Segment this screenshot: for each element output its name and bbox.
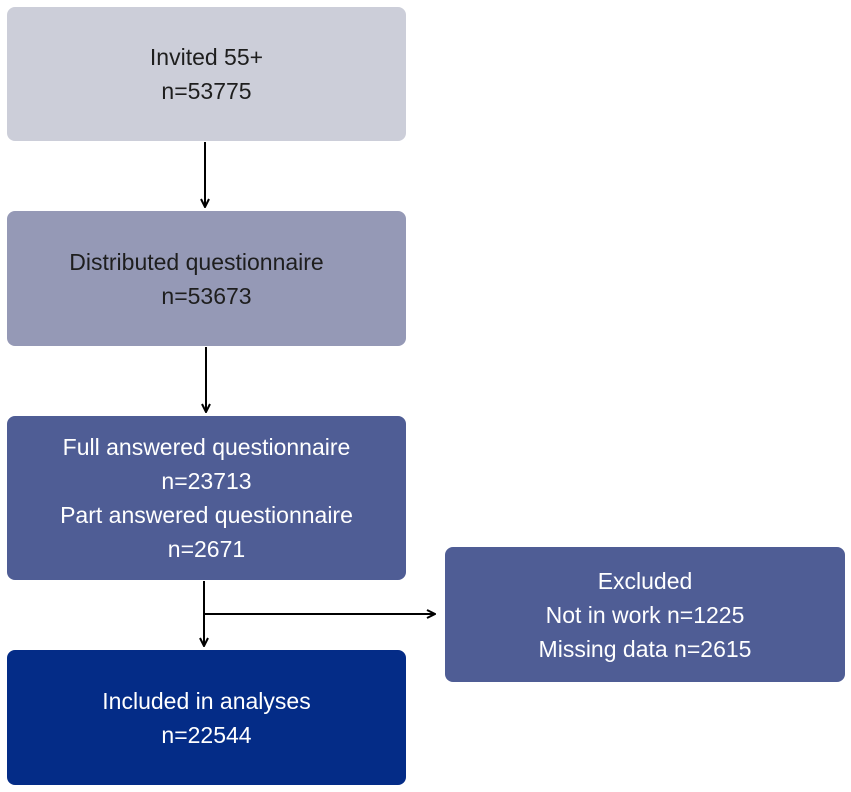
not-in-work-count: Not in work n=1225 xyxy=(545,601,745,628)
distributed-label: Distributed questionnaire xyxy=(69,248,324,275)
invited-count: n=53775 xyxy=(161,78,252,104)
invited-label: Invited 55+ xyxy=(149,44,264,70)
included-label: Included in analyses xyxy=(102,687,311,714)
part-answered-count: n=2671 xyxy=(167,536,246,562)
distributed-count: n=53673 xyxy=(161,282,252,309)
missing-data-count: Missing data n=2615 xyxy=(538,635,752,662)
excluded-box: Excluded Not in work n=1225 Missing data… xyxy=(445,547,845,682)
full-answered-label: Full answered questionnaire xyxy=(62,434,351,460)
part-answered-label: Part answered questionnaire xyxy=(60,502,353,528)
invited-box: Invited 55+ n=53775 xyxy=(7,7,406,141)
excluded-label: Excluded xyxy=(597,567,693,594)
distributed-box: Distributed questionnaire n=53673 xyxy=(7,211,406,346)
answered-box: Full answered questionnaire n=23713 Part… xyxy=(7,416,406,580)
full-answered-count: n=23713 xyxy=(161,468,252,494)
included-box: Included in analyses n=22544 xyxy=(7,650,406,785)
included-count: n=22544 xyxy=(161,721,252,748)
